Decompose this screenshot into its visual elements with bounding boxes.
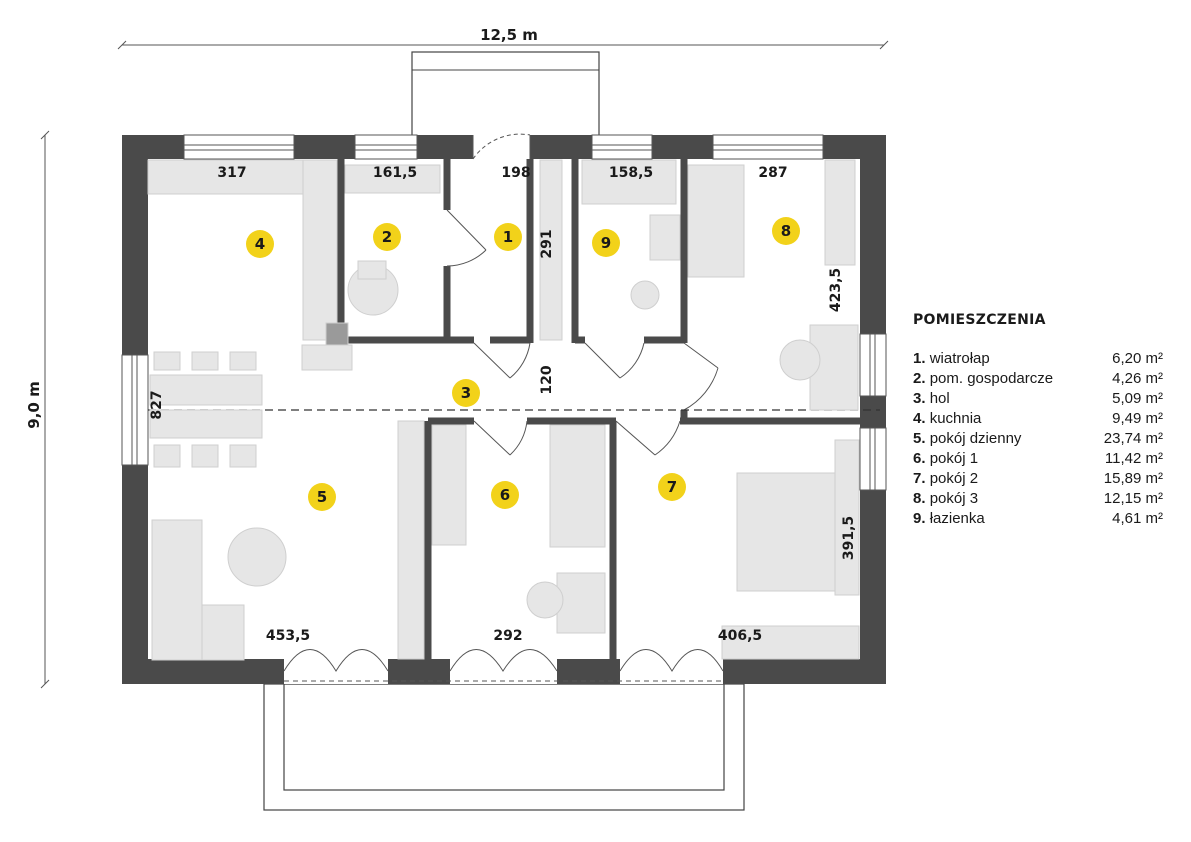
room-area: 15,89 m² bbox=[1103, 470, 1163, 487]
legend-rows: 1. wiatrołap 6,20 m² 2. pom. gospodarcze 4… bbox=[913, 349, 1163, 529]
dim-hall-depth: 120 bbox=[539, 365, 555, 394]
svg-text:3: 3 bbox=[461, 384, 471, 402]
interior-walls bbox=[337, 159, 860, 659]
room-name: wiatrołap bbox=[929, 350, 990, 367]
dim-bedroom3-width: 287 bbox=[758, 165, 787, 181]
room-area: 5,09 m² bbox=[1112, 390, 1163, 407]
room-area: 9,49 m² bbox=[1112, 410, 1163, 427]
dim-utility-width: 161,5 bbox=[373, 165, 417, 181]
dim-living-depth: 827 bbox=[149, 390, 165, 419]
room-marker-4: 4 bbox=[246, 230, 274, 258]
room-marker-9: 9 bbox=[592, 229, 620, 257]
legend-row: 1. wiatrołap 6,20 m² bbox=[913, 349, 1163, 369]
terrace-doors bbox=[283, 649, 724, 684]
dim-living-width: 453,5 bbox=[266, 628, 310, 644]
room-number: 2. bbox=[913, 370, 926, 387]
overall-width-label: 12,5 m bbox=[480, 26, 538, 44]
room-area: 4,61 m² bbox=[1112, 510, 1163, 527]
legend-row: 4. kuchnia 9,49 m² bbox=[913, 409, 1163, 429]
room-marker-3: 3 bbox=[452, 379, 480, 407]
legend-row: 2. pom. gospodarcze 4,26 m² bbox=[913, 369, 1163, 389]
svg-text:9: 9 bbox=[601, 234, 611, 252]
svg-text:7: 7 bbox=[667, 478, 677, 496]
room-number: 9. bbox=[913, 510, 926, 527]
entrance-porch bbox=[411, 51, 600, 137]
room-number: 6. bbox=[913, 450, 926, 467]
overall-width-dimension: 12,5 m bbox=[117, 26, 889, 50]
legend-row: 9. łazienka 4,61 m² bbox=[913, 509, 1163, 529]
room-marker-5: 5 bbox=[308, 483, 336, 511]
room-marker-7: 7 bbox=[658, 473, 686, 501]
room-area: 6,20 m² bbox=[1112, 350, 1163, 367]
room-number: 4. bbox=[913, 410, 926, 427]
dim-vestibule-width: 198 bbox=[501, 165, 530, 181]
room-number: 7. bbox=[913, 470, 926, 487]
room-name: pom. gospodarcze bbox=[929, 370, 1054, 387]
legend-row: 3. hol 5,09 m² bbox=[913, 389, 1163, 409]
furniture bbox=[147, 159, 860, 661]
legend-row: 6. pokój 1 11,42 m² bbox=[913, 449, 1163, 469]
windows bbox=[121, 134, 887, 491]
rooms-legend: POMIESZCZENIA 1. wiatrołap 6,20 m² 2. pom… bbox=[913, 312, 1163, 529]
room-name: pokój 3 bbox=[929, 490, 979, 507]
dim-bathroom-width: 158,5 bbox=[609, 165, 653, 181]
svg-text:5: 5 bbox=[317, 488, 327, 506]
legend-row: 8. pokój 3 12,15 m² bbox=[913, 489, 1163, 509]
room-name: łazienka bbox=[929, 510, 985, 527]
dim-bedroom1-width: 292 bbox=[493, 628, 522, 644]
dim-bedroom2-width: 406,5 bbox=[718, 628, 762, 644]
room-name: hol bbox=[929, 390, 950, 407]
terrace bbox=[263, 683, 745, 811]
dim-bedroom3-depth: 423,5 bbox=[828, 268, 844, 312]
room-name: pokój 1 bbox=[929, 450, 979, 467]
svg-text:1: 1 bbox=[503, 228, 513, 246]
room-dimensions: 317 161,5 198 158,5 287 291 120 423,5 82… bbox=[149, 165, 857, 644]
room-marker-2: 2 bbox=[373, 223, 401, 251]
svg-text:4: 4 bbox=[255, 235, 265, 253]
room-number: 1. bbox=[913, 350, 926, 367]
room-name: pokój 2 bbox=[929, 470, 979, 487]
room-area: 4,26 m² bbox=[1112, 370, 1163, 387]
room-area: 23,74 m² bbox=[1103, 430, 1163, 447]
room-name: kuchnia bbox=[929, 410, 982, 427]
dim-vestibule-depth: 291 bbox=[539, 229, 555, 258]
svg-text:6: 6 bbox=[500, 486, 510, 504]
room-markers: 1 2 3 4 5 6 7 8 9 bbox=[246, 217, 800, 511]
svg-text:2: 2 bbox=[382, 228, 392, 246]
room-number: 3. bbox=[913, 390, 926, 407]
interior-doors bbox=[446, 209, 719, 456]
svg-text:8: 8 bbox=[781, 222, 791, 240]
room-number: 5. bbox=[913, 430, 926, 447]
room-marker-8: 8 bbox=[772, 217, 800, 245]
legend-title: POMIESZCZENIA bbox=[913, 312, 1046, 328]
overall-depth-label: 9,0 m bbox=[25, 381, 43, 428]
room-area: 11,42 m² bbox=[1104, 450, 1163, 467]
room-area: 12,15 m² bbox=[1103, 490, 1163, 507]
room-name: pokój dzienny bbox=[929, 430, 1022, 447]
legend-row: 5. pokój dzienny 23,74 m² bbox=[913, 429, 1163, 449]
dim-bedroom2-depth: 391,5 bbox=[841, 516, 857, 560]
legend-row: 7. pokój 2 15,89 m² bbox=[913, 469, 1163, 489]
room-marker-1: 1 bbox=[494, 223, 522, 251]
dim-kitchen-width: 317 bbox=[217, 165, 246, 181]
overall-depth-dimension: 9,0 m bbox=[25, 130, 50, 689]
room-marker-6: 6 bbox=[491, 481, 519, 509]
room-number: 8. bbox=[913, 490, 926, 507]
